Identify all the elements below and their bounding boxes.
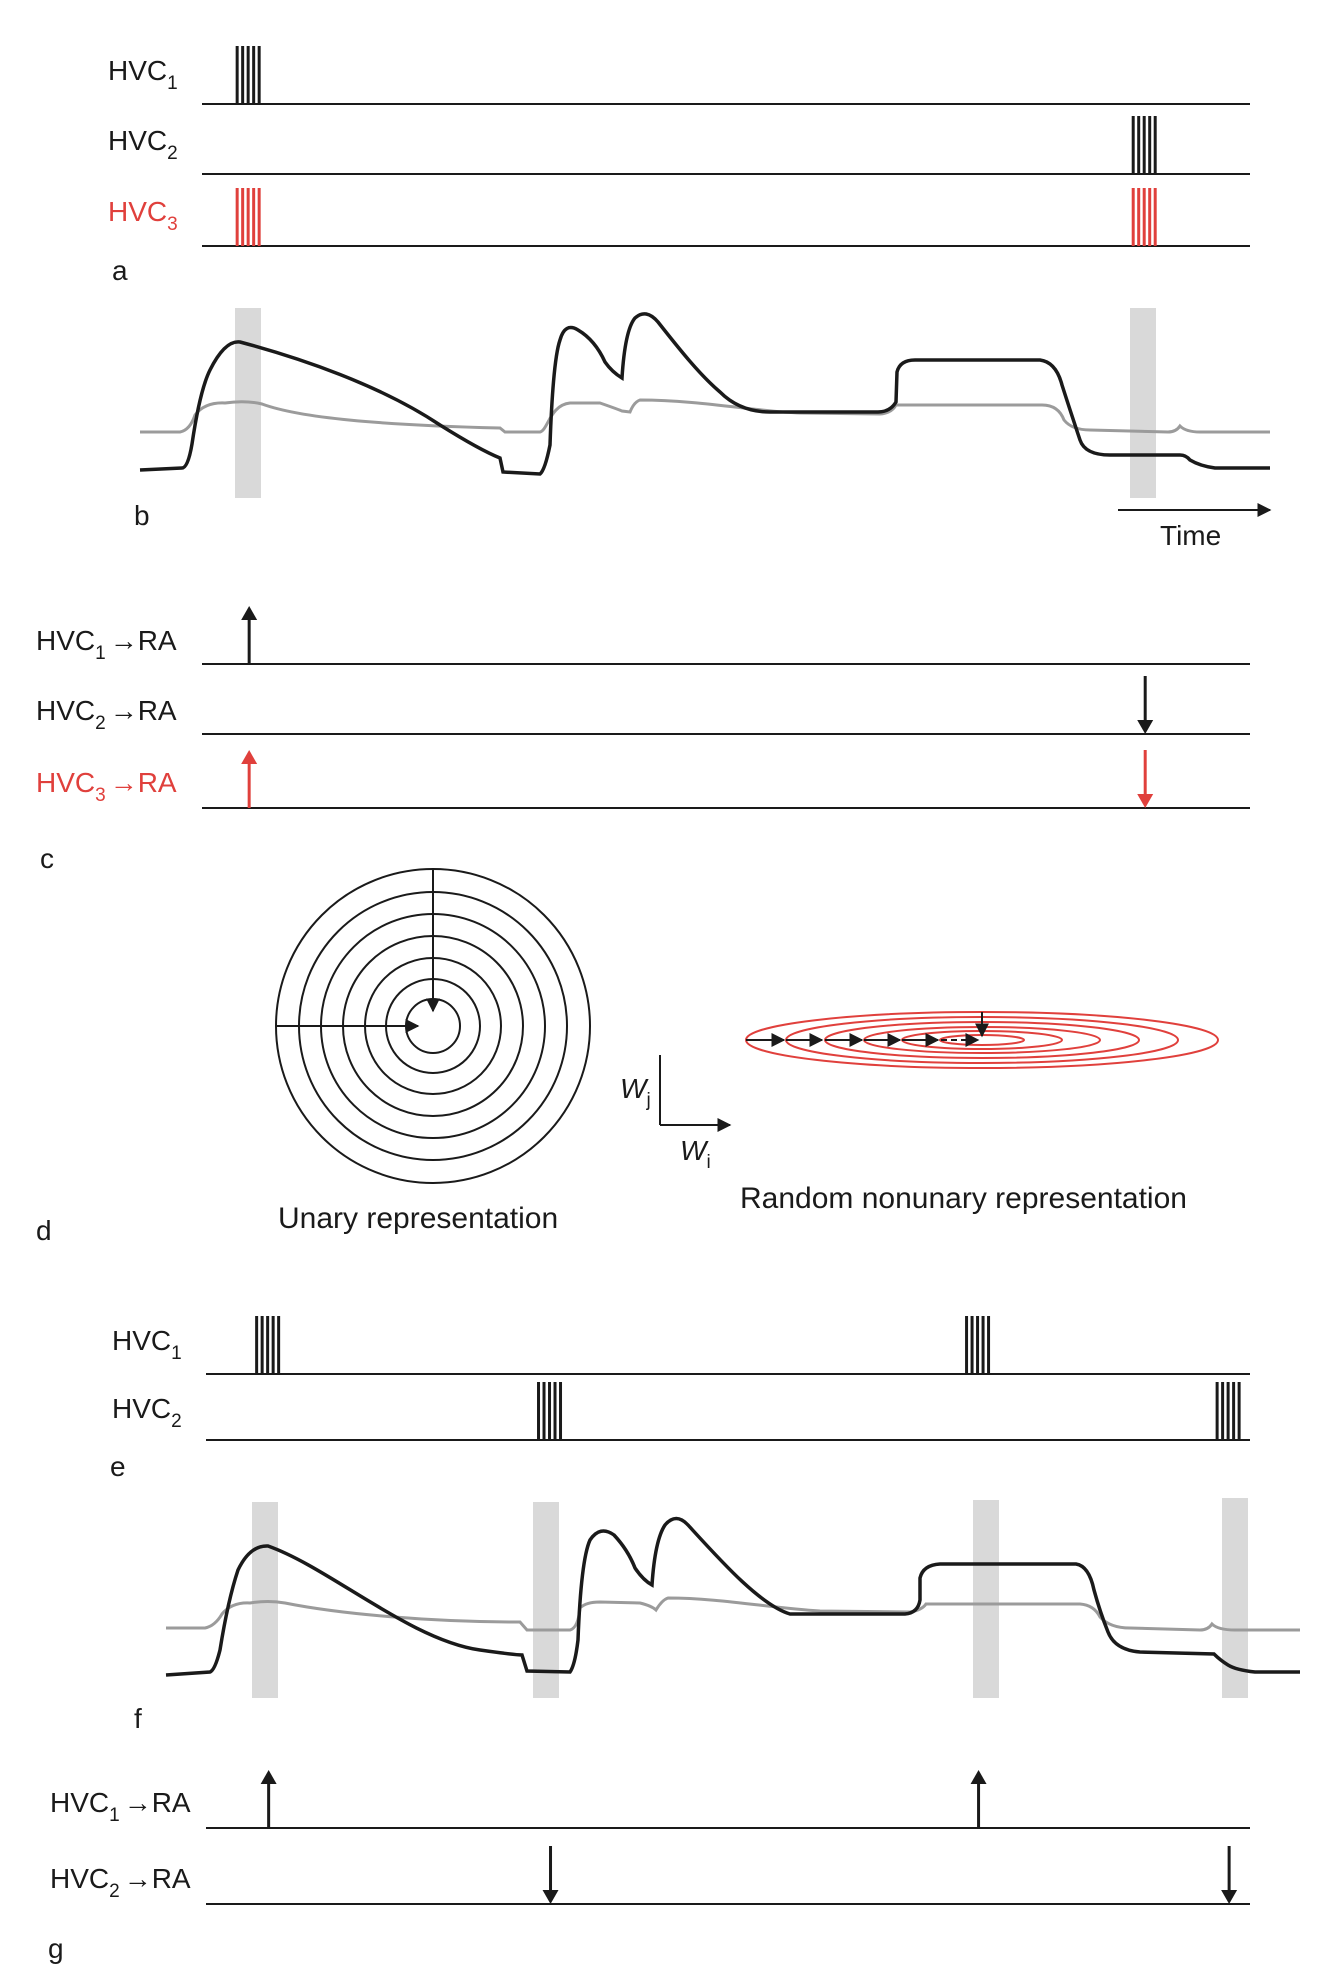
panel-c-label-hvc2-ra: HVC2→RA [36,695,177,734]
panel-g-label-hvc2-ra: HVC2→RA [50,1863,191,1902]
panel-label-f: f [134,1703,142,1734]
panel-d: Unary representation Wj Wi Random nonuna… [36,868,1219,1246]
panel-label-b: b [134,500,150,531]
panel-c-label-hvc1-ra: HVC1→RA [36,625,177,664]
panel-f-black-trace [165,1516,1300,1677]
panel-g-label-hvc1-ra: HVC1→RA [50,1787,191,1826]
weight-decrease-arrow-head [1137,720,1154,734]
panel-label-a: a [112,255,128,286]
panel-f: f [134,1498,1300,1734]
weight-increase-arrow-head [241,750,258,764]
panel-g: HVC1→RA HVC2→RA g [48,1770,1250,1964]
nonunary-step-arrows [746,1012,989,1047]
panel-e-label-hvc1: HVC1 [112,1325,182,1364]
nonunary-caption: Random nonunary representation [740,1182,1187,1215]
panel-e: HVC1 HVC2 e [110,1316,1250,1482]
panel-label-c: c [40,843,54,874]
panel-a-bursts [235,46,1157,246]
axis-wi-label: Wi [680,1135,711,1173]
weight-increase-arrow-head [260,1770,277,1784]
panel-f-highlight-2 [533,1502,559,1698]
panel-a: HVC1 HVC2 HVC3 a [108,46,1250,286]
panel-c: HVC1→RA HVC2→RA HVC3→RA c [36,606,1250,874]
weight-decrease-arrow-head [542,1890,559,1904]
panel-b-black-trace [139,312,1270,476]
panel-e-bursts [255,1316,1241,1440]
panel-e-label-hvc2: HVC2 [112,1393,182,1432]
panel-a-label-hvc2: HVC2 [108,125,178,164]
panel-b-time-label: Time [1160,520,1221,551]
panel-g-arrows [260,1770,1238,1904]
weight-increase-arrow-head [970,1770,987,1784]
panel-b: Time b [134,308,1272,551]
unary-caption: Unary representation [278,1202,558,1235]
panel-b-highlight-2 [1130,308,1156,498]
panel-label-g: g [48,1933,64,1964]
panel-f-highlight-3 [973,1500,999,1698]
panel-a-label-hvc1: HVC1 [108,55,178,94]
weight-decrease-arrow-head [1221,1890,1238,1904]
weight-decrease-arrow-head [1137,794,1154,808]
panel-c-arrows [241,606,1154,808]
panel-f-gray-trace [166,1596,1300,1632]
axis-wj-label: Wj [620,1073,651,1111]
panel-c-label-hvc3-ra: HVC3→RA [36,767,177,806]
panel-a-label-hvc3: HVC3 [108,196,178,235]
panel-label-e: e [110,1451,126,1482]
panel-label-d: d [36,1215,52,1246]
weight-increase-arrow-head [241,606,258,620]
panel-f-highlight-1 [252,1502,278,1698]
panel-b-gray-trace [140,398,1270,434]
